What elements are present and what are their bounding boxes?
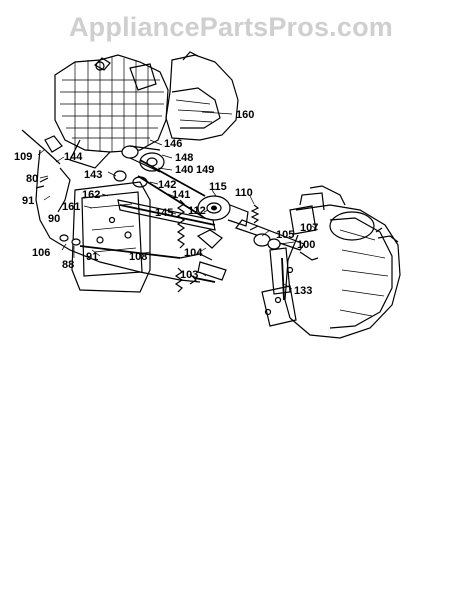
label-91-upper: 91: [22, 195, 34, 207]
label-91-lower: 91: [86, 251, 98, 263]
bracket-133-drawing: [261, 247, 297, 327]
label-146: 146: [164, 138, 182, 150]
label-88: 88: [62, 259, 74, 271]
label-133: 133: [294, 285, 312, 297]
label-143: 143: [84, 169, 102, 181]
engine-pulley-drawing: [113, 145, 165, 188]
label-109: 109: [14, 151, 32, 163]
label-90: 90: [48, 213, 60, 225]
spring-110-drawing: [250, 204, 260, 224]
drive-shaft-drawing: [235, 219, 319, 261]
label-148: 148: [175, 152, 193, 164]
label-115: 115: [209, 181, 227, 193]
belt-pulley-drawing: [137, 159, 249, 227]
label-149: 149: [196, 164, 214, 176]
leader-lines: [37, 111, 319, 290]
bracket-107-drawing: [289, 185, 399, 243]
label-104: 104: [184, 247, 203, 259]
label-145: 145: [155, 207, 173, 219]
label-112: 112: [188, 205, 206, 217]
label-141: 141: [172, 189, 190, 201]
spring-drawing: [174, 199, 186, 293]
label-140: 140: [175, 164, 193, 176]
label-105: 105: [276, 229, 294, 241]
bolt-drawing: [189, 273, 216, 285]
label-107: 107: [300, 222, 318, 234]
label-108: 108: [129, 251, 147, 263]
shroud-drawing: [165, 51, 239, 141]
label-160: 160: [236, 109, 254, 121]
label-103: 103: [180, 269, 198, 281]
lower-rod-drawing: [79, 229, 227, 281]
label-144: 144: [64, 151, 83, 163]
label-161: 161: [62, 201, 80, 213]
label-100: 100: [297, 239, 315, 251]
watermark-text: AppliancePartsPros.com: [68, 12, 393, 42]
label-106: 106: [32, 247, 50, 259]
label-162: 162: [82, 189, 100, 201]
label-110: 110: [235, 187, 253, 199]
label-80: 80: [26, 173, 38, 185]
control-rod-drawing: [21, 129, 201, 283]
label-142: 142: [158, 179, 176, 191]
